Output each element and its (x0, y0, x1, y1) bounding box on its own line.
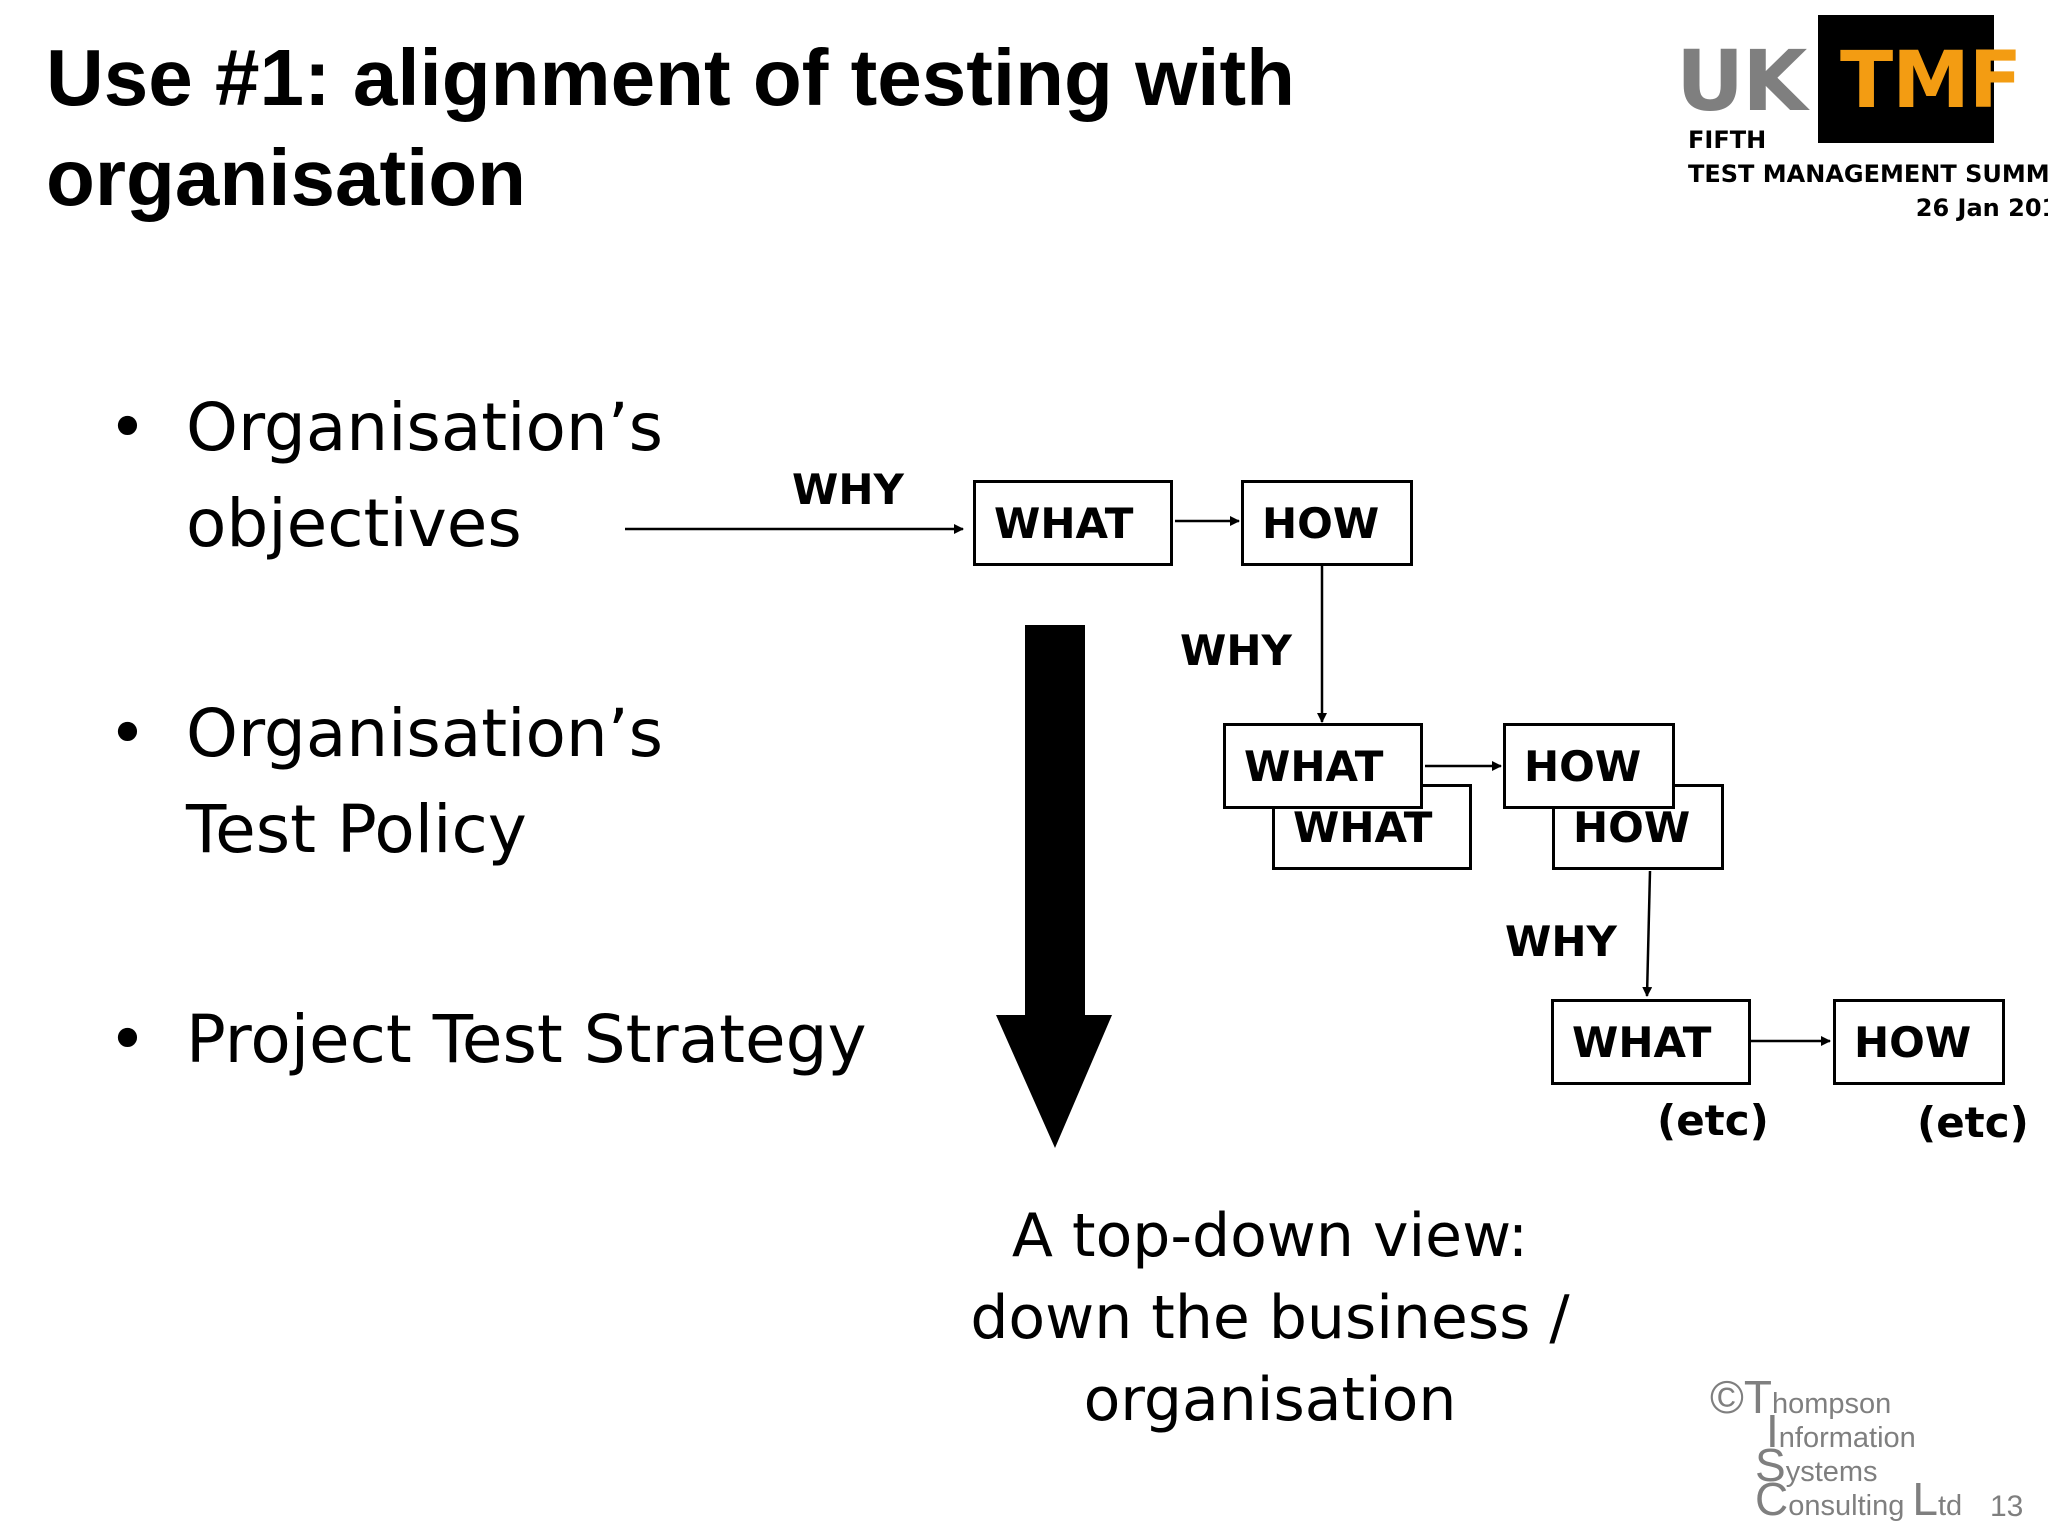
title-line-2: organisation (46, 133, 527, 222)
why-label-3: WHY (1505, 917, 1617, 966)
slide-title: Use #1: alignment of testing with organi… (46, 28, 1446, 228)
how-box-2: HOW (1503, 723, 1675, 809)
summit-date: 26 Jan 2011 (1915, 194, 2048, 222)
bullet-dot-icon: • (108, 695, 147, 772)
arrow-how-to-what-3 (1642, 870, 1653, 997)
copyright-icon: © (1710, 1371, 1744, 1423)
bullet-line: objectives (186, 485, 522, 562)
logo-tmf-box (1818, 15, 1994, 143)
bullet-line: Test Policy (186, 791, 527, 868)
bullet-dot-icon: • (108, 1001, 147, 1078)
summit-info: FIFTH TEST MANAGEMENT SUMMIT 26 Jan 2011 (1688, 123, 2048, 225)
summit-edition: FIFTH (1688, 126, 1767, 154)
etc-label-how: (etc) (1917, 1098, 2029, 1147)
what-box-3: WHAT (1551, 999, 1751, 1085)
why-label-1: WHY (792, 465, 904, 514)
what-box-2: WHAT (1223, 723, 1423, 809)
why-label-2: WHY (1180, 626, 1292, 675)
page-number: 13 (1990, 1490, 2024, 1523)
bullet-dot-icon: • (108, 389, 147, 466)
what-box-1: WHAT (973, 480, 1173, 566)
logo-tmf: TMF (1840, 36, 2022, 126)
top-down-arrow-icon (996, 625, 1112, 1148)
bullet-line: Project Test Strategy (186, 1001, 867, 1078)
bullet-line: Organisation’s (186, 389, 664, 466)
caption: A top-down view: down the business / org… (950, 1195, 1590, 1441)
how-box-3: HOW (1833, 999, 2005, 1085)
caption-line-3: organisation (1083, 1365, 1457, 1435)
logo-uk: UK (1676, 32, 1807, 130)
copyright-line-systems: Systems (1755, 1439, 1878, 1491)
etc-label-what: (etc) (1657, 1096, 1769, 1145)
copyright-line-consulting: Consulting Ltd (1755, 1473, 1963, 1525)
how-box-1: HOW (1241, 480, 1413, 566)
caption-line-2: down the business / (970, 1283, 1570, 1353)
copyright-line-information: Information (1766, 1405, 1916, 1457)
caption-line-1: A top-down view: (1011, 1201, 1529, 1271)
bullet-line: Organisation’s (186, 695, 664, 772)
summit-name: TEST MANAGEMENT SUMMIT (1688, 160, 2048, 188)
copyright-line-thompson: ©Thompson (1710, 1371, 1892, 1423)
title-line-1: Use #1: alignment of testing with (46, 33, 1296, 122)
